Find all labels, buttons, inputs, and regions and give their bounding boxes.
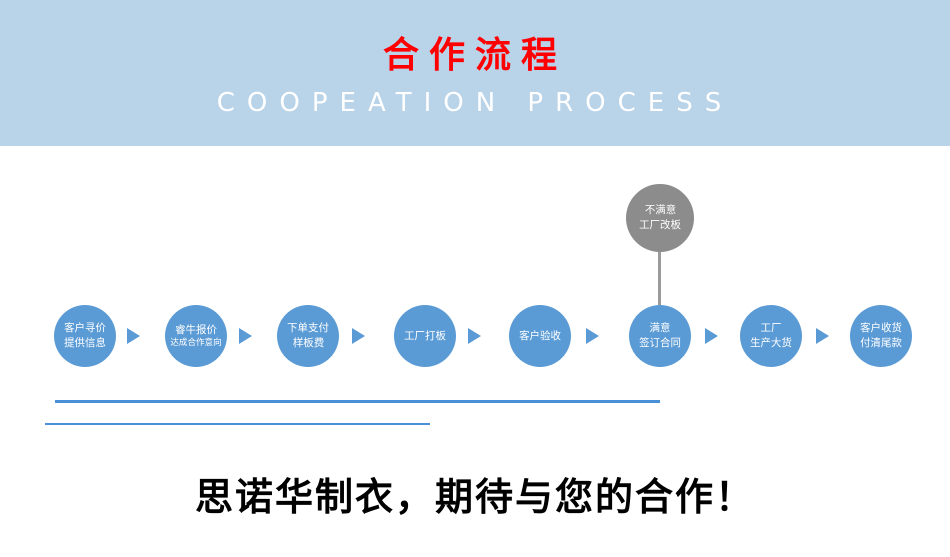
decorative-line-long (55, 400, 660, 403)
arrow-right-icon (352, 328, 365, 344)
flow-node-order-payment: 下单支付 样板费 (277, 305, 339, 367)
node-label: 工厂改板 (639, 218, 681, 231)
arrow-right-icon (586, 328, 599, 344)
flow-node-quote: 睿牛报价 达成合作意向 (165, 305, 227, 367)
node-label: 生产大货 (750, 336, 792, 349)
node-label: 工厂打板 (404, 328, 446, 342)
flow-node-receive-goods: 客户收货 付清尾款 (850, 305, 912, 367)
banner-subtitle: COOPEATION PROCESS (216, 88, 734, 118)
node-label: 签订合同 (639, 336, 681, 349)
node-label: 不满意 (644, 203, 676, 216)
node-label: 下单支付 (287, 321, 329, 334)
node-label: 达成合作意向 (170, 338, 222, 349)
node-label: 工厂 (760, 321, 782, 334)
decorative-line-short (45, 423, 430, 425)
header-banner: 合作流程 COOPEATION PROCESS (0, 0, 950, 146)
arrow-right-icon (239, 328, 252, 344)
node-label: 客户寻价 (64, 321, 106, 334)
node-label: 样板费 (292, 336, 324, 349)
node-label: 提供信息 (64, 336, 106, 349)
node-label: 客户收货 (860, 321, 902, 334)
flow-node-sign-contract: 满意 签订合同 (629, 305, 691, 367)
arrow-right-icon (127, 328, 140, 344)
flow-node-bulk-production: 工厂 生产大货 (740, 305, 802, 367)
connector-vertical-line (658, 252, 661, 305)
flow-node-unsatisfied-rework: 不满意 工厂改板 (626, 184, 694, 252)
arrow-right-icon (816, 328, 829, 344)
arrow-right-icon (468, 328, 481, 344)
flow-node-factory-sample: 工厂打板 (394, 305, 456, 367)
node-label: 睿牛报价 (175, 322, 217, 336)
arrow-right-icon (705, 328, 718, 344)
node-label: 满意 (649, 321, 671, 334)
node-label: 付清尾款 (860, 336, 902, 349)
cooperation-flow-diagram: 不满意 工厂改板 客户寻价 提供信息 睿牛报价 达成合作意向 下单支付 样板费 … (0, 146, 950, 446)
footer-slogan: 思诺华制衣，期待与您的合作！ (194, 474, 755, 519)
node-label: 客户验收 (519, 328, 561, 342)
flow-node-inquiry: 客户寻价 提供信息 (54, 305, 116, 367)
flow-node-customer-acceptance: 客户验收 (509, 305, 571, 367)
banner-title: 合作流程 (382, 35, 567, 76)
